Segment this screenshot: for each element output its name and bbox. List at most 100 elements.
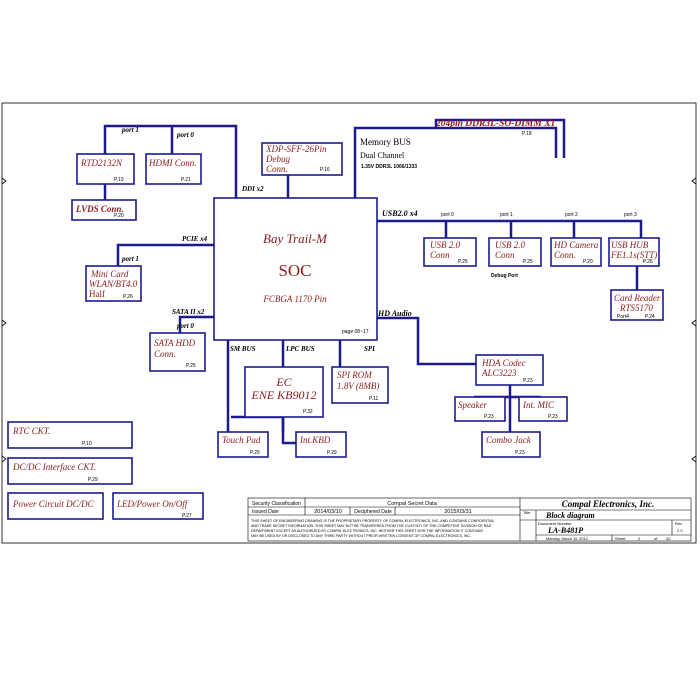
- usb-port1-label: port 1: [500, 212, 513, 218]
- sata-hdd-page: P.25: [186, 363, 196, 369]
- usb-port2-label: port 2: [565, 212, 578, 218]
- sata-hdd-line1: SATA HDD: [154, 338, 196, 348]
- debug-port-label: Debug Port: [491, 273, 518, 279]
- dimm-label: 204pin DDR3L-SO-DIMM X1: [435, 119, 555, 129]
- hda-codec-line2: ALC3223: [481, 368, 517, 378]
- usb-conn-2-line2: Conn: [495, 250, 515, 260]
- usb-port0-label: port 0: [441, 212, 454, 218]
- spi-rom-line1: SPI ROM: [337, 370, 372, 380]
- intkbd-page: P.29: [327, 450, 337, 456]
- usb-conn-1-block[interactable]: USB 2.0 Conn P.25: [423, 237, 477, 267]
- speaker-page: P.23: [484, 414, 494, 420]
- minicard-block[interactable]: Mini Card WLAN/BT4.0 Half P.26: [85, 265, 142, 302]
- title-block: Security Classification Compal Secret Da…: [247, 497, 692, 542]
- connection-wires: [103, 118, 643, 445]
- intkbd-label: Int.KBD: [299, 435, 331, 445]
- xdp-page: P.16: [320, 167, 330, 173]
- usb-conn-1-line1: USB 2.0: [430, 240, 460, 250]
- minicard-line2: WLAN/BT4.0: [89, 279, 138, 289]
- combo-jack-label: Combo Jack: [486, 435, 532, 445]
- title-label: Title: [523, 510, 531, 515]
- usb-port3-label: port 3: [624, 212, 637, 218]
- spi-rom-page: P.11: [369, 396, 378, 402]
- hda-codec-line1: HDA Codec: [481, 358, 526, 368]
- rtd2132n-block[interactable]: RTD2132N P.19: [76, 153, 135, 185]
- touchpad-page: P.29: [250, 450, 260, 456]
- lvds-conn-block[interactable]: LVDS Conn. P.20: [71, 199, 137, 221]
- sata-bus-label: SATA II x2: [172, 308, 205, 316]
- soc-block[interactable]: Bay Trail-M SOC FCBGA 1170 Pin page 08~1…: [213, 197, 378, 341]
- disclaimer-line1: THIS SHEET OF ENGINEERING DRAWING IS THE…: [251, 519, 495, 523]
- minicard-line3: Half: [89, 289, 105, 299]
- touchpad-label: Touch Pad: [222, 435, 261, 445]
- sheet-border: [1, 102, 697, 544]
- company-name: Compal Electronics, Inc.: [562, 499, 655, 509]
- ec-line1: EC: [275, 375, 292, 389]
- ec-page: P.32: [303, 409, 313, 415]
- dcdc-interface-page: P.29: [88, 477, 98, 483]
- dcdc-interface-block[interactable]: DC/DC Interface CKT. P.29: [7, 457, 133, 485]
- spi-bus-label: SPI: [364, 345, 375, 353]
- rtc-ckt-page: P.10: [82, 441, 92, 447]
- usb-hub-line2: FE1.1s(STT): [610, 250, 657, 260]
- xdp-conn-block[interactable]: XDP-SFF-26Pin Debug Conn. P.16: [261, 142, 343, 176]
- rtd2132n-page: P.19: [114, 177, 124, 183]
- hdmi-conn-label: HDMI Conn.: [148, 158, 197, 168]
- doc-number-label: Document Number: [538, 521, 572, 526]
- intkbd-block[interactable]: Int.KBD P.29: [295, 431, 347, 458]
- issued-label: Issued Date: [252, 509, 279, 515]
- card-reader-block[interactable]: Card Reader RTS5170 Port4 P.24: [610, 289, 664, 321]
- dcdc-interface-label: DC/DC Interface CKT.: [12, 462, 96, 472]
- speaker-label: Speaker: [458, 400, 487, 410]
- deciphered-value: 2015/03/31: [444, 509, 472, 515]
- usb-conn-1-page: P.25: [458, 259, 468, 265]
- combo-jack-page: P.23: [515, 450, 525, 456]
- sheet-label: Sheet: [615, 536, 626, 541]
- ec-block[interactable]: EC ENE KB9012 P.32: [244, 366, 324, 418]
- spi-rom-block[interactable]: SPI ROM 1.8V (8MB) P.11: [331, 366, 389, 404]
- sheet-value: 2: [638, 536, 641, 541]
- power-circuit-block[interactable]: Power Circuit DC/DC: [7, 492, 104, 520]
- soc-name: Bay Trail-M: [263, 231, 328, 246]
- deciphered-label: Deciphered Date: [354, 509, 392, 515]
- hd-audio-bus-label: HD Audio: [377, 309, 412, 318]
- hd-camera-block[interactable]: HD Camera Conn. P.20: [550, 237, 602, 267]
- hd-camera-page: P.20: [583, 259, 593, 265]
- title-value: Block diagram: [545, 511, 595, 520]
- speaker-block[interactable]: Speaker P.23: [454, 396, 506, 422]
- int-mic-block[interactable]: Int. MIC P.23: [518, 396, 568, 422]
- rtc-ckt-label: RTC CKT.: [12, 426, 50, 436]
- usb-conn-2-block[interactable]: USB 2.0 Conn P.25: [488, 237, 542, 267]
- combo-jack-block[interactable]: Combo Jack P.23: [481, 431, 541, 458]
- rtc-ckt-block[interactable]: RTC CKT. P.10: [7, 421, 133, 449]
- lpc-bus-label: LPC BUS: [285, 345, 315, 353]
- of-label: of: [654, 536, 658, 541]
- rev-value: 2.0: [677, 528, 683, 533]
- card-reader-line1: Card Reader: [614, 293, 661, 303]
- hdmi-conn-page: P.21: [181, 177, 191, 183]
- touchpad-block[interactable]: Touch Pad P.29: [217, 431, 269, 458]
- sm-bus-label: SM BUS: [230, 345, 256, 353]
- minicard-page: P.26: [123, 294, 133, 300]
- ddi-port0-label: port 0: [176, 131, 194, 139]
- pcie-port1-label: port 1: [121, 255, 139, 263]
- disclaimer-line2: AND TRADE SECRET INFORMATION. THIS SHEET…: [251, 524, 492, 528]
- ec-line2: ENE KB9012: [251, 388, 317, 402]
- disclaimer-line3: DEPARTMENT EXCEPT AS AUTHORIZED BY COMPA…: [251, 529, 483, 533]
- ddi-bus-label: DDI x2: [241, 185, 264, 193]
- card-reader-port: Port4: [617, 314, 629, 320]
- rev-label: Rev: [675, 521, 682, 526]
- hdmi-conn-block[interactable]: HDMI Conn. P.21: [145, 153, 202, 185]
- sata-hdd-block[interactable]: SATA HDD Conn. P.25: [149, 332, 206, 372]
- memory-bus-line2: Dual Channel: [360, 151, 405, 160]
- rtd2132n-label: RTD2132N: [80, 158, 123, 168]
- security-label: Security Classification: [252, 501, 301, 507]
- date-value: Monday, March 10, 2014: [546, 537, 588, 541]
- card-reader-line2: RTS5170: [619, 303, 654, 313]
- dimm-page: P.18: [522, 131, 532, 137]
- hda-codec-block[interactable]: HDA Codec ALC3223 P.23: [475, 354, 544, 386]
- led-power-block[interactable]: LED/Power On/Off P.27: [112, 492, 204, 520]
- issued-value: 2014/03/10: [314, 509, 342, 515]
- usb-hub-block[interactable]: USB HUB FE1.1s(STT) P.26: [608, 237, 660, 267]
